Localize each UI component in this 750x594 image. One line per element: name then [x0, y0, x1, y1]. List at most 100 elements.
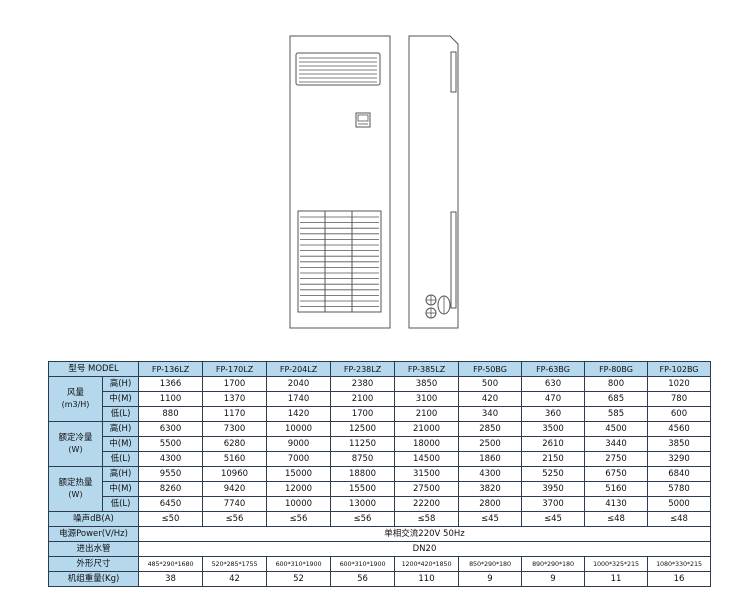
control-display — [357, 114, 369, 122]
value-cell: ≤58 — [394, 511, 460, 527]
level-label: 高(H) — [101, 421, 140, 437]
value-cell: ≤45 — [521, 511, 586, 527]
value-cell: 2610 — [521, 436, 586, 452]
value-cell: 890*290*180 — [521, 556, 586, 572]
model-name: FP-385LZ — [394, 361, 460, 377]
value-cell: 585 — [584, 406, 649, 422]
value-cell: 14500 — [394, 451, 460, 467]
value-cell: 1366 — [138, 376, 204, 392]
power-row: 电源Power(V/Hz)单相交流220V 50Hz — [47, 526, 712, 542]
group-unit: (m3/H) — [61, 400, 90, 409]
side-view — [408, 35, 459, 329]
value-cell: 1700 — [202, 376, 268, 392]
model-name: FP-50BG — [458, 361, 523, 377]
value-cell: 13000 — [330, 496, 396, 512]
level-label: 高(H) — [101, 466, 140, 482]
value-cell: 42 — [202, 571, 268, 587]
weight-label: 机组重量(Kg) — [47, 571, 140, 587]
value-cell: ≤56 — [202, 511, 268, 527]
group-title: 额定热量 — [58, 478, 93, 488]
value-cell: 5780 — [647, 481, 712, 497]
value-cell: 1420 — [266, 406, 332, 422]
value-cell: 520*285*1755 — [202, 556, 268, 572]
value-cell: 1020 — [647, 376, 712, 392]
value-cell: 1100 — [138, 391, 204, 407]
level-label: 低(L) — [101, 406, 140, 422]
value-cell: 4300 — [458, 466, 523, 482]
level-label: 低(L) — [101, 451, 140, 467]
value-cell: 1000*325*215 — [584, 556, 649, 572]
pipe-value: DN20 — [138, 541, 712, 557]
value-cell: ≤50 — [138, 511, 204, 527]
side-lower-bracket — [450, 211, 457, 309]
value-cell: 6750 — [584, 466, 649, 482]
value-cell: 3440 — [584, 436, 649, 452]
value-cell: 10000 — [266, 421, 332, 437]
value-cell: 6450 — [138, 496, 204, 512]
value-cell: 9 — [521, 571, 586, 587]
value-cell: 5250 — [521, 466, 586, 482]
noise-row: 噪声dB(A)≤50≤56≤56≤56≤58≤45≤45≤48≤48 — [47, 511, 712, 527]
model-name: FP-204LZ — [266, 361, 332, 377]
value-cell: 9550 — [138, 466, 204, 482]
value-cell: 1700 — [330, 406, 396, 422]
group-unit: (W) — [68, 445, 83, 454]
value-cell: 8260 — [138, 481, 204, 497]
value-cell: 11 — [584, 571, 649, 587]
value-cell: 27500 — [394, 481, 460, 497]
value-cell: 3850 — [394, 376, 460, 392]
side-upper-bracket — [450, 51, 457, 93]
value-cell: 6840 — [647, 466, 712, 482]
pipe-label: 进出水管 — [47, 541, 140, 557]
value-cell: 600 — [647, 406, 712, 422]
dimensions-label: 外形尺寸 — [47, 556, 140, 572]
value-cell: 5500 — [138, 436, 204, 452]
value-cell: 4500 — [584, 421, 649, 437]
value-cell: 12000 — [266, 481, 332, 497]
value-cell: 630 — [521, 376, 586, 392]
noise-label: 噪声dB(A) — [47, 511, 140, 527]
group-title: 风量 — [66, 388, 84, 398]
value-cell: 420 — [458, 391, 523, 407]
value-cell: 3950 — [521, 481, 586, 497]
value-cell: 2850 — [458, 421, 523, 437]
value-cell: 2100 — [330, 391, 396, 407]
model-name: FP-238LZ — [330, 361, 396, 377]
model-name: FP-170LZ — [202, 361, 268, 377]
value-cell: 1080*330*215 — [647, 556, 712, 572]
value-cell: 2150 — [521, 451, 586, 467]
group-label: 额定热量(W) — [48, 466, 103, 512]
model-label: 型号 MODEL — [47, 361, 140, 377]
value-cell: 9 — [458, 571, 523, 587]
value-cell: 3820 — [458, 481, 523, 497]
value-cell: ≤48 — [584, 511, 649, 527]
value-cell: 485*290*1680 — [138, 556, 204, 572]
top-grille-slats — [299, 57, 377, 83]
value-cell: ≤45 — [458, 511, 523, 527]
power-label: 电源Power(V/Hz) — [47, 526, 140, 542]
value-cell: 4300 — [138, 451, 204, 467]
value-cell: 31500 — [394, 466, 460, 482]
value-cell: 5160 — [584, 481, 649, 497]
value-cell: 9420 — [202, 481, 268, 497]
value-cell: 850*290*180 — [458, 556, 523, 572]
value-cell: 7300 — [202, 421, 268, 437]
value-cell: ≤56 — [266, 511, 332, 527]
group-label: 额定冷量(W) — [48, 421, 103, 467]
value-cell: 15500 — [330, 481, 396, 497]
value-cell: 110 — [394, 571, 460, 587]
value-cell: 1370 — [202, 391, 268, 407]
value-cell: 18800 — [330, 466, 396, 482]
value-cell: 18000 — [394, 436, 460, 452]
value-cell: 38 — [138, 571, 204, 587]
value-cell: 56 — [330, 571, 396, 587]
value-cell: 11250 — [330, 436, 396, 452]
level-label: 中(M) — [101, 391, 140, 407]
